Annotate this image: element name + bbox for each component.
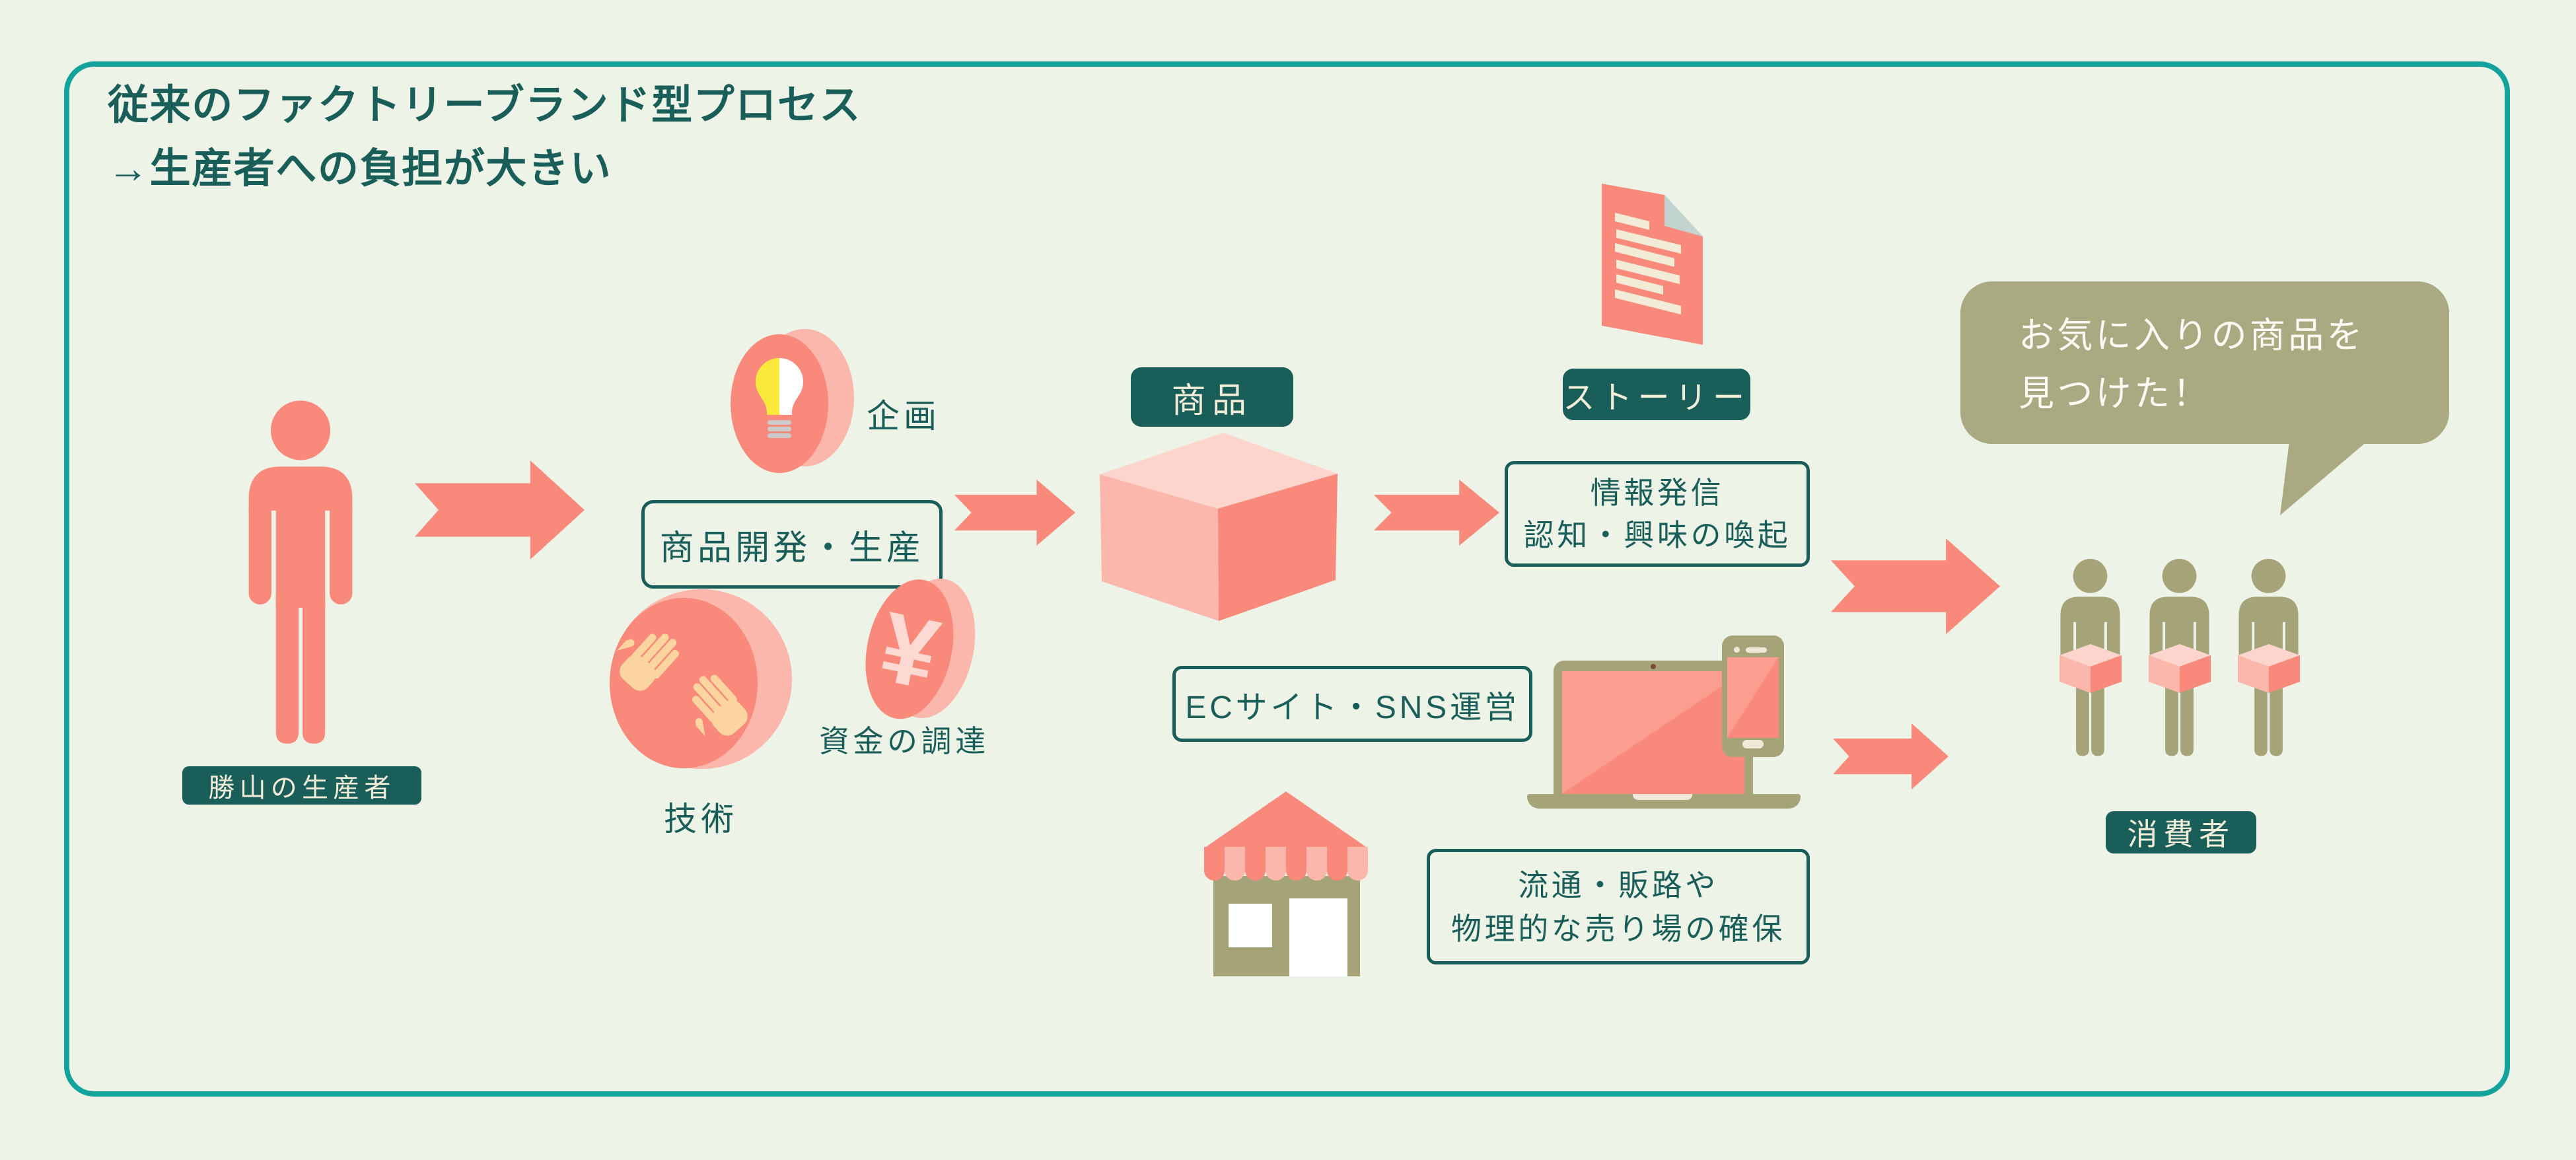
distribution-box-line-2: 物理的な売り場の確保: [1451, 911, 1785, 946]
bubble-line-2: 見つけた！: [2019, 374, 2211, 414]
ec-sns-box: ECサイト・SNS運営: [1172, 666, 1532, 742]
story-badge: ストーリー: [1563, 369, 1750, 420]
consumer-cube-icon: [2238, 644, 2300, 693]
info-box-line-1: 情報発信: [1590, 476, 1725, 510]
laptop-base: [1527, 794, 1801, 809]
consumer-badge: 消費者: [2106, 811, 2256, 853]
development-box-label: 商品開発・生産: [659, 528, 925, 567]
producer-badge: 勝山の生産者: [182, 766, 421, 805]
story-document-icon: [1602, 184, 1703, 345]
consumer-cube-icon: [2149, 644, 2211, 693]
info-box: 情報発信 認知・興味の喚起: [1505, 461, 1810, 567]
product-badge: 商品: [1131, 367, 1293, 427]
flow-arrow-icon: [954, 480, 1075, 546]
phone-speaker-bar: [1746, 647, 1767, 653]
distribution-box: 流通・販路や 物理的な売り場の確保: [1427, 849, 1810, 964]
producer-person-icon: [236, 400, 365, 746]
webcam-dot-icon: [1651, 664, 1656, 669]
consumer-cube-icon: [2059, 644, 2122, 693]
speech-bubble-tail: [2280, 441, 2367, 515]
lightbulb-disc-icon: [731, 329, 854, 473]
phone-camera-dot: [1734, 647, 1740, 653]
flow-arrow-icon: [1833, 723, 1949, 789]
product-cube-icon: [1100, 433, 1338, 621]
funding-label: 資金の調達: [819, 724, 989, 758]
hands-disc-icon: [610, 589, 792, 769]
border-frame: [64, 61, 2510, 1097]
phone-home-button: [1742, 740, 1764, 748]
technology-label: 技術: [664, 801, 738, 838]
laptop-notch: [1633, 794, 1692, 800]
planning-label: 企画: [867, 398, 941, 435]
bubble-line-1: お気に入りの商品を: [2019, 316, 2365, 355]
flow-arrow-icon: [415, 460, 585, 560]
flow-arrow-icon: [1831, 538, 2000, 634]
development-box: 商品開発・生産: [641, 500, 943, 589]
store-icon: [1204, 791, 1368, 976]
yen-coin-icon: ¥: [865, 579, 976, 719]
title-line-1: 従来のファクトリーブランド型プロセス: [108, 83, 862, 128]
smartphone-icon: [1722, 635, 1784, 757]
page-title: 従来のファクトリーブランド型プロセス →生産者への負担が大きい: [108, 74, 861, 201]
flow-arrow-icon: [1374, 480, 1499, 546]
distribution-box-line-1: 流通・販路や: [1518, 867, 1719, 902]
laptop-icon: [1554, 661, 1753, 794]
info-box-line-2: 認知・興味の喚起: [1523, 518, 1791, 552]
title-line-2: →生産者への負担が大きい: [108, 146, 612, 192]
laptop-screen: [1562, 671, 1744, 794]
speech-bubble: お気に入りの商品を 見つけた！: [1960, 281, 2449, 444]
ec-sns-box-label: ECサイト・SNS運営: [1185, 690, 1520, 725]
phone-screen: [1727, 657, 1779, 738]
